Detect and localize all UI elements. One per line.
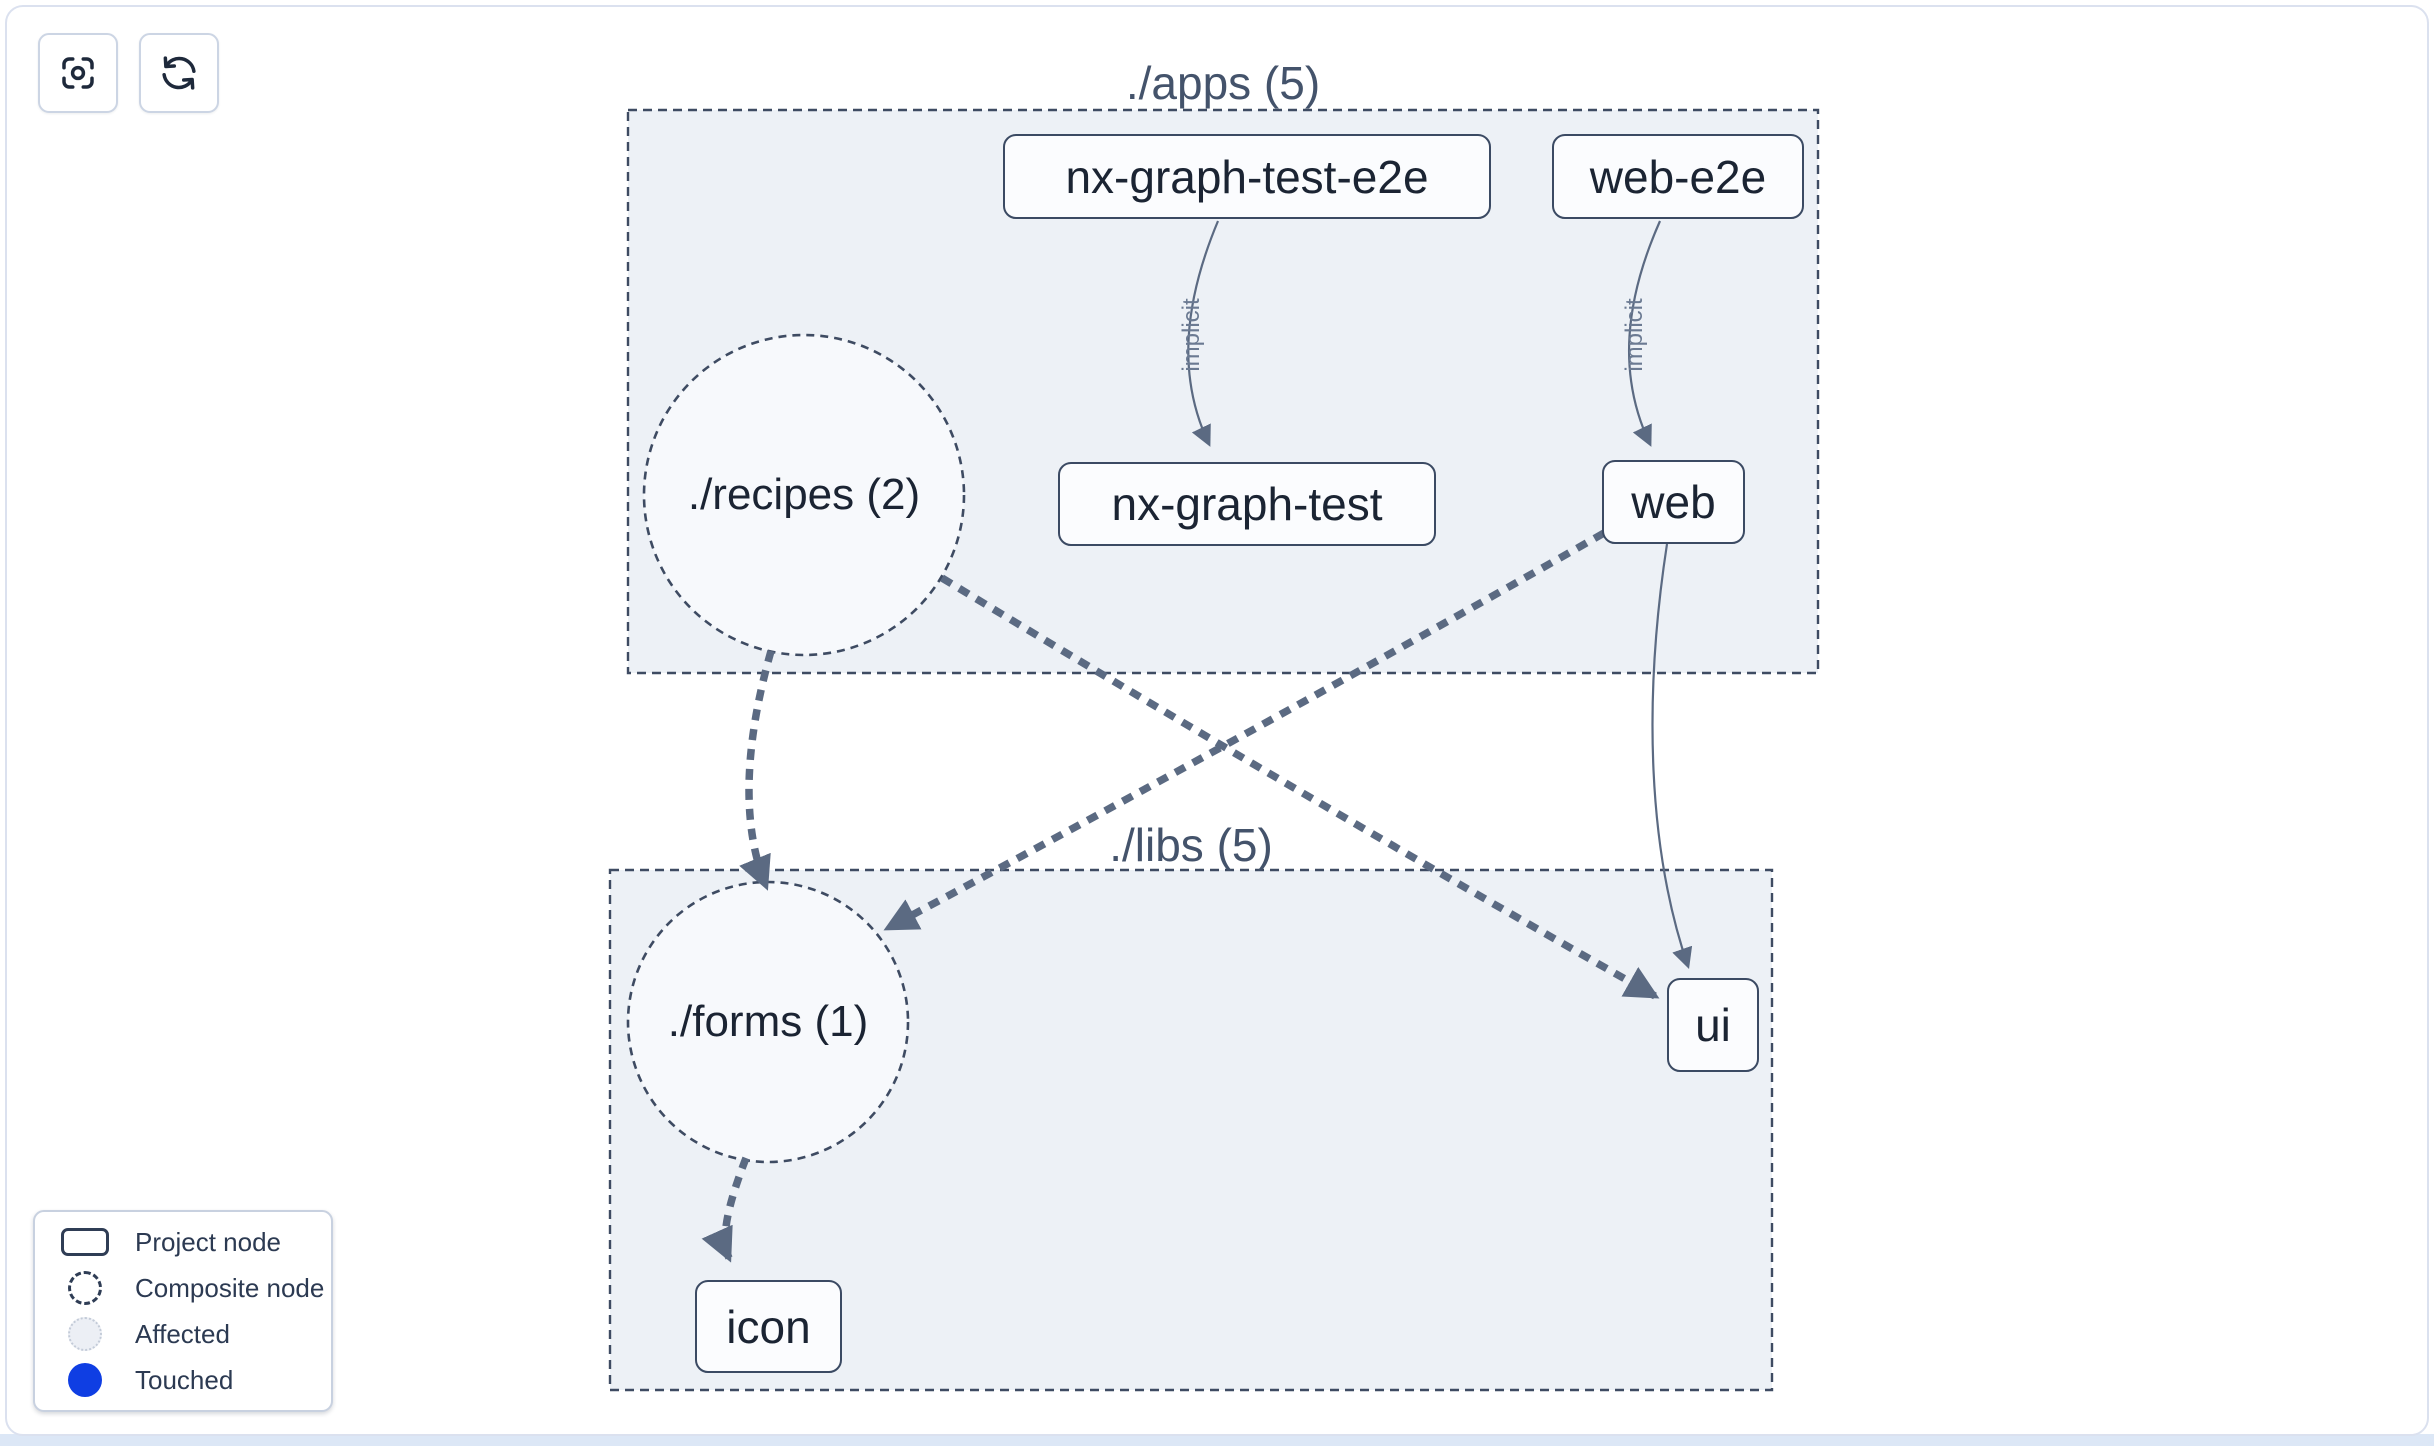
node-label: web-e2e xyxy=(1589,150,1767,203)
edge-recipes-to-ui[interactable] xyxy=(940,574,1660,1000)
node-nx-graph-test[interactable]: nx-graph-test xyxy=(1058,462,1436,546)
edge-nx-graph-test-e2e-to-nx-graph-test[interactable] xyxy=(1187,220,1220,447)
refresh-icon xyxy=(158,52,200,94)
composite-node-recipes-label[interactable]: ./recipes (2) xyxy=(687,470,921,519)
node-icon[interactable]: icon xyxy=(695,1280,842,1373)
edge-label-implicit-2: implicit xyxy=(1621,298,1648,372)
edge-web-to-forms[interactable] xyxy=(883,529,1606,932)
composite-node-swatch xyxy=(68,1271,102,1305)
edge-web-e2e-to-web[interactable] xyxy=(1627,220,1662,447)
node-ui[interactable]: ui xyxy=(1667,978,1759,1072)
legend-label: Affected xyxy=(135,1318,230,1349)
node-label: nx-graph-test-e2e xyxy=(1065,150,1429,203)
legend-item-composite-node: Composite node xyxy=(35,1266,331,1310)
legend-label: Touched xyxy=(135,1364,234,1395)
node-label: icon xyxy=(726,1300,811,1353)
group-label-apps: ./apps (5) xyxy=(1125,57,1321,109)
legend-item-project-node: Project node xyxy=(35,1220,331,1264)
composite-node-forms-label[interactable]: ./forms (1) xyxy=(667,997,869,1046)
edge-label-implicit-1: implicit xyxy=(1178,298,1205,372)
legend-item-affected: Affected xyxy=(35,1312,331,1356)
reset-focus-button[interactable] xyxy=(38,33,118,113)
node-nx-graph-test-e2e[interactable]: nx-graph-test-e2e xyxy=(1003,134,1491,219)
affected-swatch xyxy=(68,1317,102,1351)
touched-swatch xyxy=(68,1363,102,1397)
legend-item-touched: Touched xyxy=(35,1358,331,1402)
legend-label: Composite node xyxy=(135,1272,325,1303)
edge-recipes-to-forms[interactable] xyxy=(739,649,775,891)
node-web-e2e[interactable]: web-e2e xyxy=(1552,134,1804,219)
node-label: web xyxy=(1631,476,1716,528)
page-bottom-strip xyxy=(0,1434,2434,1446)
composite-node-recipes-circle[interactable] xyxy=(642,333,966,657)
edge-forms-to-icon[interactable] xyxy=(701,1156,750,1263)
edge-web-to-ui[interactable] xyxy=(1651,543,1693,969)
legend-label: Project node xyxy=(135,1226,281,1257)
refresh-graph-button[interactable] xyxy=(139,33,219,113)
node-label: nx-graph-test xyxy=(1111,478,1383,530)
node-web[interactable]: web xyxy=(1602,460,1745,544)
project-node-swatch xyxy=(61,1228,109,1256)
group-label-libs: ./libs (5) xyxy=(1109,819,1273,871)
focus-crosshair-icon xyxy=(57,52,99,94)
node-label: ui xyxy=(1695,999,1731,1051)
legend: Project node Composite node Affected Tou… xyxy=(33,1210,333,1412)
